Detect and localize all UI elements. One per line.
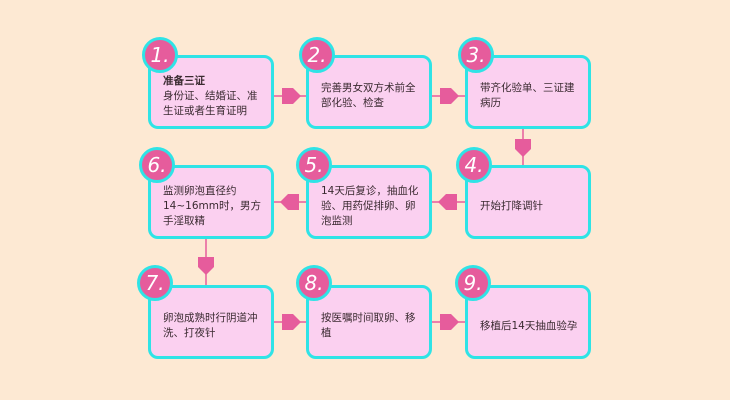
step-3-box: 带齐化验单、三证建病历: [465, 55, 591, 129]
step-7-text: 卵泡成熟时行阴道冲洗、打夜针: [163, 312, 258, 339]
step-8-box: 按医嘱时间取卵、移植: [306, 285, 432, 359]
arrow-down-6-7: [198, 239, 214, 285]
step-8-text: 按医嘱时间取卵、移植: [321, 312, 416, 339]
step-9-text: 移植后14天抽血验孕: [480, 319, 578, 332]
step-6-badge: 6.: [139, 147, 175, 183]
arrow-right-7-8: [274, 314, 306, 330]
arrow-right-1-2: [274, 88, 306, 104]
step-2-box: 完善男女双方术前全部化验、检查: [306, 55, 432, 129]
step-2-text: 完善男女双方术前全部化验、检查: [321, 82, 416, 109]
arrow-left-4-5: [432, 194, 465, 210]
step-4-text: 开始打降调针: [480, 199, 543, 212]
step-2-badge: 2.: [299, 37, 335, 73]
step-7-box: 卵泡成熟时行阴道冲洗、打夜针: [148, 285, 274, 359]
arrow-left-5-6: [274, 194, 306, 210]
step-1-text: 身份证、结婚证、准生证或者生育证明: [163, 89, 258, 117]
step-7-badge: 7.: [137, 265, 173, 301]
arrow-down-3-4: [515, 129, 531, 165]
step-5-text: 14天后复诊，抽血化验、用药促排卵、卵泡监测: [321, 184, 419, 227]
step-4-badge: 4.: [456, 147, 492, 183]
step-5-badge: 5.: [296, 147, 332, 183]
step-9-box: 移植后14天抽血验孕: [465, 285, 591, 359]
step-9-badge: 9.: [455, 265, 491, 301]
step-3-text: 带齐化验单、三证建病历: [480, 82, 575, 109]
step-1-badge: 1.: [142, 37, 178, 73]
step-8-badge: 8.: [296, 265, 332, 301]
arrow-right-8-9: [432, 314, 465, 330]
arrow-right-2-3: [432, 88, 465, 104]
step-3-badge: 3.: [458, 37, 494, 73]
step-5-box: 14天后复诊，抽血化验、用药促排卵、卵泡监测: [306, 165, 432, 239]
step-6-text: 监测卵泡直径约14~16mm时，男方手淫取精: [163, 184, 261, 227]
step-1-title: 准备三证: [163, 74, 205, 87]
